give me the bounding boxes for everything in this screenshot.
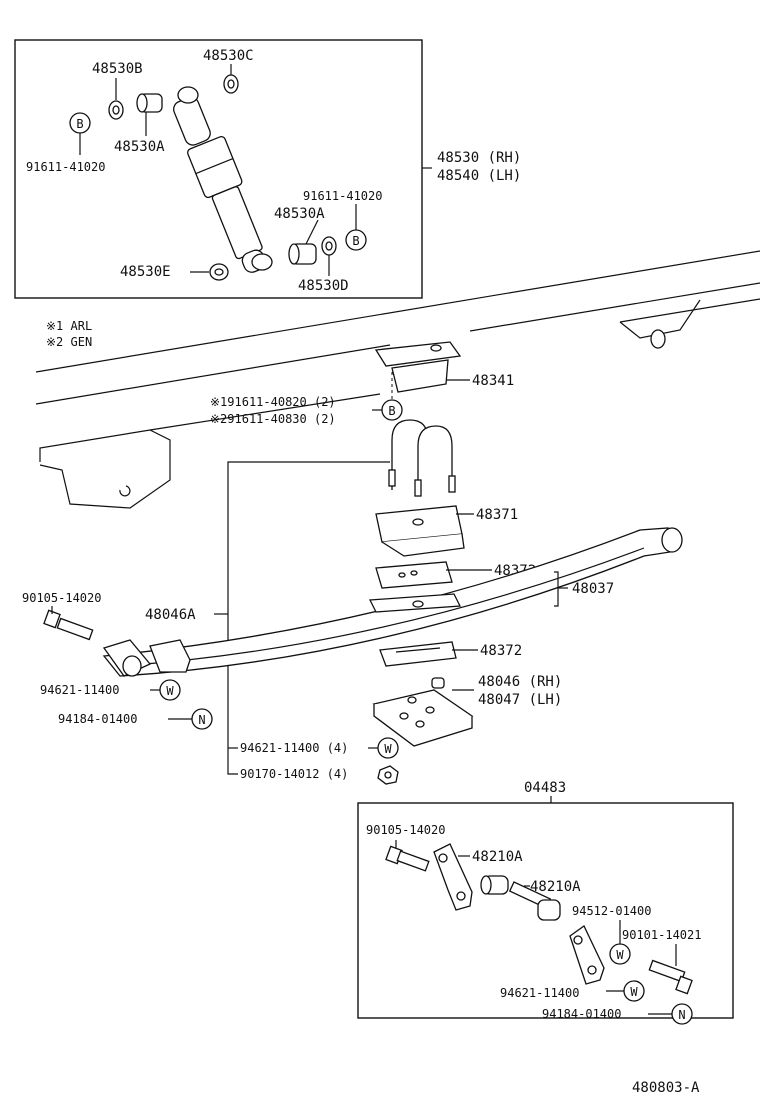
svg-text:B: B: [76, 117, 83, 131]
label-94621-x4: 94621-11400 (4): [240, 741, 348, 755]
label-bolt-2: ※291611-40830 (2): [210, 412, 336, 426]
label-48210a-1: 48210A: [472, 849, 523, 865]
shock-absorber-box: [14, 39, 423, 299]
label-91611-top: 91611-41020: [26, 160, 105, 174]
label-90105-left: 90105-14020: [22, 591, 101, 605]
label-48530a-top: 48530A: [114, 139, 165, 155]
shackle-plate-2: [569, 925, 605, 985]
svg-text:N: N: [198, 713, 205, 727]
label-90170-x4: 90170-14012 (4): [240, 767, 348, 781]
label-48046a: 48046A: [145, 607, 196, 623]
label-94621-left: 94621-11400: [40, 683, 119, 697]
pad-48372-bottom: [379, 641, 457, 667]
spring-seat-48341: [374, 341, 462, 393]
label-94512: 94512-01400: [572, 904, 651, 918]
callout-n-left: [191, 708, 213, 730]
spring-eye-front: [102, 639, 191, 677]
label-94184-shackle: 94184-01400: [542, 1007, 621, 1021]
plate-48371: [375, 505, 465, 557]
bolt-90105-left: [43, 609, 94, 641]
label-48530c: 48530C: [203, 48, 254, 64]
svg-text:W: W: [166, 684, 174, 698]
label-48530a-right: 48530A: [274, 206, 325, 222]
label-48371: 48371: [476, 507, 518, 523]
leaf-spring-48037: [102, 527, 683, 677]
figure-number: 480803-A: [632, 1080, 700, 1096]
spring-seat-48046: [372, 677, 474, 747]
label-90105-shackle: 90105-14020: [366, 823, 445, 837]
bolt-90105-shackle: [385, 845, 430, 872]
svg-text:W: W: [616, 948, 624, 962]
frame-rail: [35, 250, 760, 509]
callout-w-mid: [377, 737, 399, 759]
label-48341: 48341: [472, 373, 514, 389]
cushion-48530a-top: [136, 93, 163, 113]
svg-text:W: W: [384, 742, 392, 756]
callout-w-left: [159, 679, 181, 701]
label-94621-shackle: 94621-11400: [500, 986, 579, 1000]
svg-text:W: W: [630, 985, 638, 999]
cushion-48530a-right: [288, 243, 317, 265]
bushing-48210a: [480, 875, 561, 921]
label-48540-lh: 48540 (LH): [437, 168, 521, 184]
callout-n-shackle: [671, 1003, 693, 1025]
label-48210a-2: 48210A: [530, 879, 581, 895]
label-48530b: 48530B: [92, 61, 143, 77]
label-04483: 04483: [524, 780, 566, 796]
note-2: ※2 GEN: [46, 335, 92, 349]
label-94184-left: 94184-01400: [58, 712, 137, 726]
label-bolt-1: ※191611-40820 (2): [210, 395, 336, 409]
label-48530d: 48530D: [298, 278, 349, 294]
bolt-90101: [648, 959, 693, 995]
svg-text:B: B: [388, 404, 395, 418]
svg-text:B: B: [352, 234, 359, 248]
svg-text:N: N: [678, 1008, 685, 1022]
label-48530-rh: 48530 (RH): [437, 150, 521, 166]
label-90101: 90101-14021: [622, 928, 701, 942]
label-48372-bottom: 48372: [480, 643, 522, 659]
shackle-box: [357, 802, 734, 1019]
label-48530e: 48530E: [120, 264, 171, 280]
pad-48372-top: [375, 561, 453, 589]
u-bolts: [388, 419, 456, 497]
label-91611-right: 91611-41020: [303, 189, 382, 203]
callout-w-shackle-2: [623, 980, 645, 1002]
label-48037: 48037: [572, 581, 614, 597]
shackle-plate-1: [433, 843, 473, 911]
label-48047-lh: 48047 (LH): [478, 692, 562, 708]
label-48046-rh: 48046 (RH): [478, 674, 562, 690]
nut-icon: [377, 765, 399, 785]
note-1: ※1 ARL: [46, 319, 92, 333]
shock-absorber: [173, 86, 273, 273]
callout-w-shackle-1: [609, 943, 631, 965]
